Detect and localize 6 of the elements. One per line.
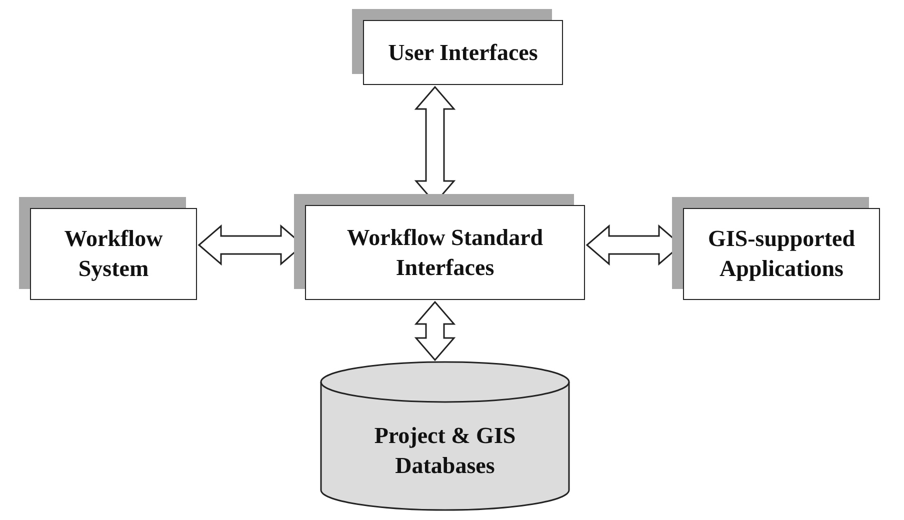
node-label: Workflow Standard Interfaces bbox=[346, 224, 544, 282]
double-arrow bbox=[414, 300, 456, 362]
node-label: User Interfaces bbox=[387, 38, 539, 67]
node-label: GIS-supported Applications bbox=[707, 225, 856, 283]
node-label: Workflow System bbox=[63, 225, 164, 283]
node-label: Project & GIS Databases bbox=[373, 422, 517, 480]
